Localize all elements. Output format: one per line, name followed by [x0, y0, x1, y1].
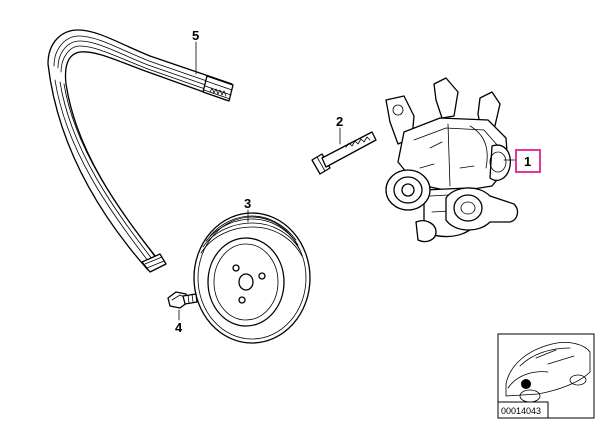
callout-5: 5	[192, 28, 199, 43]
callout-1: 1	[524, 154, 531, 169]
pump-assembly[interactable]	[385, 77, 519, 243]
vehicle-location-inset[interactable]: 00014043	[497, 333, 595, 419]
location-dot-icon	[521, 379, 531, 389]
pulley[interactable]	[193, 212, 311, 344]
callout-2: 2	[336, 114, 343, 129]
long-bolt[interactable]	[311, 131, 377, 175]
callout-4: 4	[175, 320, 183, 335]
diagram-code: 00014043	[501, 406, 541, 416]
callout-1-highlight[interactable]	[515, 149, 541, 173]
leader-lines	[178, 41, 517, 321]
ribbed-belt[interactable]	[47, 29, 234, 273]
pulley-bolt[interactable]	[167, 291, 198, 309]
callout-3: 3	[244, 196, 251, 211]
